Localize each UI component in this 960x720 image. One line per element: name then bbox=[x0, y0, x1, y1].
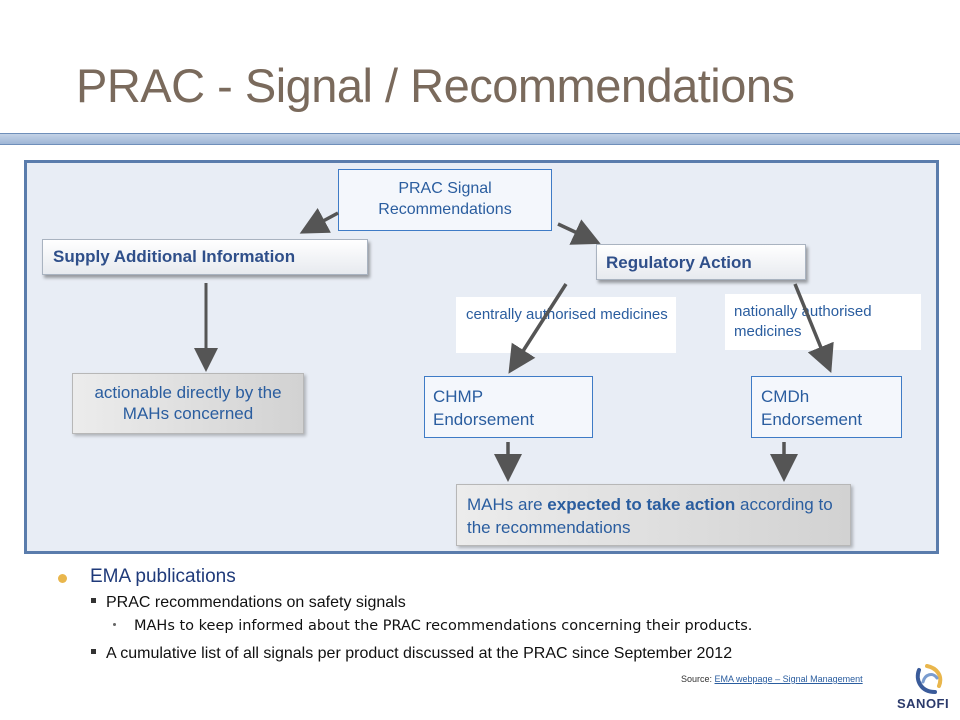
bullet-square-icon bbox=[91, 649, 96, 655]
cumulative-list-text: A cumulative list of all signals per pro… bbox=[106, 645, 733, 662]
chmp-endorsement-label: CHMP Endorsement bbox=[433, 387, 535, 429]
bullet-cumulative-list: A cumulative list of all signals per pro… bbox=[91, 645, 732, 663]
ema-publications-text: EMA publications bbox=[90, 566, 236, 587]
bullet-prac-recommendations: PRAC recommendations on safety signals bbox=[91, 594, 406, 612]
prac-signal-recommendations-label: PRAC Signal Recommendations bbox=[378, 180, 512, 218]
source-note: Source: EMA webpage – Signal Management bbox=[681, 674, 863, 684]
chmp-endorsement-box: CHMP Endorsement bbox=[424, 376, 593, 438]
supply-additional-information-box: Supply Additional Information bbox=[42, 239, 368, 275]
centrally-authorised-label: centrally authorised medicines bbox=[466, 306, 668, 323]
page-title: PRAC - Signal / Recommendations bbox=[76, 59, 795, 112]
regulatory-action-label: Regulatory Action bbox=[606, 253, 752, 272]
mahs-keep-informed-text: MAHs to keep informed about the PRAC rec… bbox=[134, 618, 753, 634]
regulatory-action-box: Regulatory Action bbox=[596, 244, 806, 280]
cmdh-endorsement-box: CMDh Endorsement bbox=[751, 376, 902, 438]
mahs-bold-text: expected to take action bbox=[547, 495, 736, 514]
title-divider-bar bbox=[0, 133, 960, 145]
bullet-small-dot-icon bbox=[113, 622, 116, 626]
source-link[interactable]: EMA webpage – Signal Management bbox=[714, 674, 863, 684]
sanofi-logo-text: SANOFI bbox=[897, 696, 950, 711]
bullet-dot-icon bbox=[58, 574, 67, 583]
nationally-authorised-label-box: nationally authorised medicines bbox=[725, 294, 921, 350]
actionable-directly-label: actionable directly by the MAHs concerne… bbox=[94, 383, 282, 423]
centrally-authorised-label-box: centrally authorised medicines bbox=[456, 297, 676, 353]
bullet-square-icon bbox=[91, 598, 96, 604]
mahs-suffix-text: according to the recommendations bbox=[467, 495, 833, 537]
supply-additional-information-label: Supply Additional Information bbox=[53, 247, 296, 266]
prac-signal-recommendations-box: PRAC Signal Recommendations bbox=[338, 169, 552, 231]
sanofi-logo-icon bbox=[915, 664, 943, 694]
nationally-authorised-label: nationally authorised medicines bbox=[734, 303, 872, 340]
actionable-directly-box: actionable directly by the MAHs concerne… bbox=[72, 373, 304, 434]
source-label: Source: bbox=[681, 674, 715, 684]
bullet-mahs-keep-informed: MAHs to keep informed about the PRAC rec… bbox=[113, 618, 752, 634]
mahs-expected-action-box: MAHs are expected to take action accordi… bbox=[456, 484, 851, 546]
mahs-prefix-text: MAHs are bbox=[467, 495, 548, 514]
cmdh-endorsement-label: CMDh Endorsement bbox=[761, 387, 863, 429]
prac-recommendations-text: PRAC recommendations on safety signals bbox=[106, 594, 406, 611]
